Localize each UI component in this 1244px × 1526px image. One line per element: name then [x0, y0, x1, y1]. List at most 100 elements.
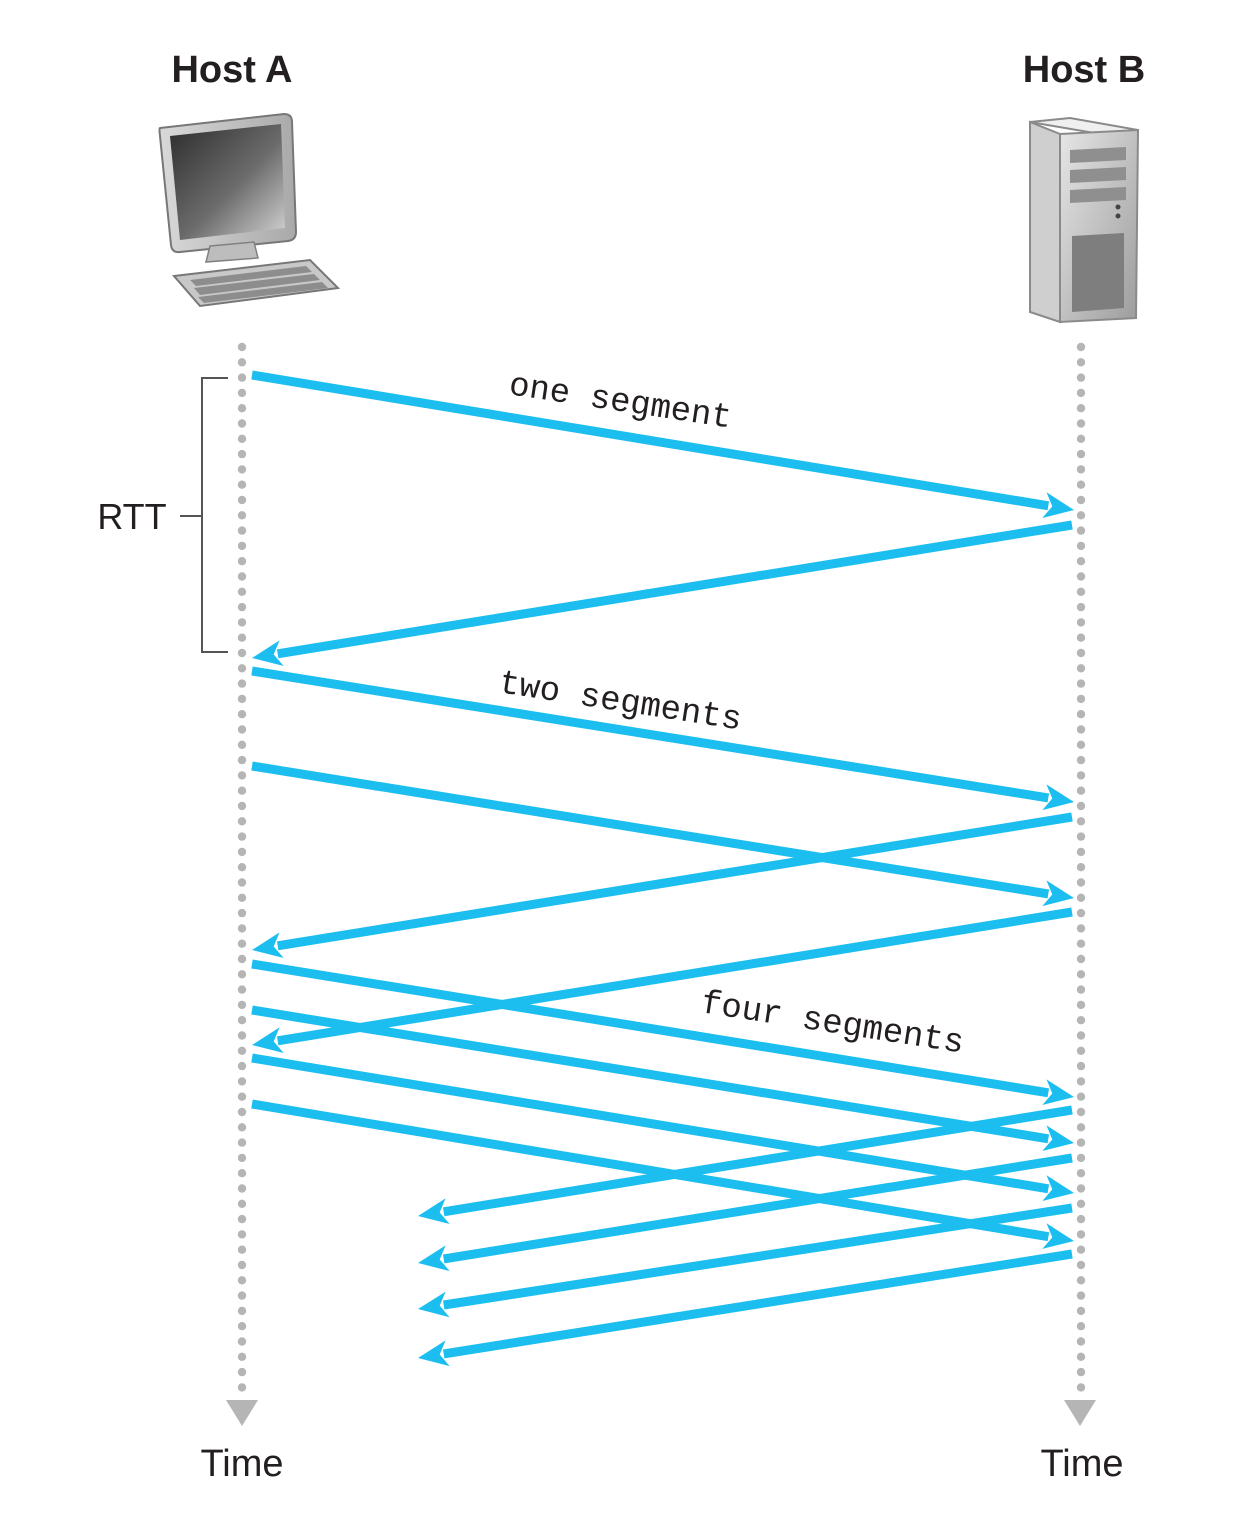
segment-arrow-round3-1-shaft: [251, 959, 1050, 1098]
timeline-dot: [1076, 419, 1086, 428]
timeline-dot: [1076, 908, 1086, 918]
timeline-dot: [237, 388, 247, 398]
timeline-dot: [237, 557, 247, 566]
host-a-title: Host A: [171, 49, 292, 91]
timeline-dot: [1076, 373, 1086, 382]
timeline-dot: [1076, 786, 1086, 795]
timeline-dot: [1076, 404, 1086, 413]
timeline-dot: [237, 786, 247, 795]
timeline-dot: [1076, 618, 1086, 627]
timeline-dot: [237, 526, 247, 535]
segment-arrow-round3-3-head: [1042, 1175, 1074, 1201]
timeline-dot: [237, 449, 247, 459]
ack-arrow-round2-2-head: [252, 1027, 284, 1053]
timeline-dot: [237, 358, 247, 367]
ack-arrow-round3-3-shaft: [443, 1203, 1073, 1310]
timeline-dot: [1076, 1184, 1086, 1193]
timeline-dot: [237, 1153, 247, 1163]
ack-arrow-round3-3-head: [418, 1291, 450, 1318]
timeline-dot: [1076, 1199, 1086, 1209]
timeline-dot: [1076, 1383, 1086, 1392]
timeline-dot: [237, 434, 247, 443]
timeline-dot: [237, 1245, 247, 1254]
timeline-dot: [237, 893, 247, 902]
rtt-bracket: [180, 377, 228, 653]
timeline-dot: [1076, 1123, 1086, 1132]
timeline-dot: [237, 939, 247, 948]
timeline-dot: [1076, 465, 1086, 474]
timeline-dot: [1076, 664, 1086, 673]
round-label-one: one segment: [506, 367, 734, 438]
segment-arrow-round3-4-head: [1042, 1223, 1074, 1249]
timeline-dot: [1076, 1061, 1086, 1071]
timeline-dot: [1076, 1169, 1086, 1178]
timeline-dot: [1076, 924, 1086, 933]
timeline-dot: [237, 602, 247, 612]
timeline-dot: [237, 908, 247, 918]
host-b-timeline: [1076, 342, 1086, 1392]
timeline-dot: [1076, 1245, 1086, 1254]
timeline-dot: [237, 970, 247, 979]
timeline-dot: [237, 985, 247, 994]
timeline-dot: [1076, 648, 1086, 658]
timeline-dot: [1076, 985, 1086, 994]
timeline-dot: [237, 541, 247, 551]
timeline-dot: [1076, 1322, 1086, 1331]
segment-arrow-round3-2-head: [1042, 1125, 1074, 1151]
timeline-dot: [1076, 1306, 1086, 1316]
host-b-time-label: Time: [1040, 1443, 1123, 1485]
timeline-dot: [237, 1016, 247, 1025]
server-tower-icon: [1029, 116, 1140, 324]
ack-arrow-round3-4-head: [418, 1340, 450, 1367]
ack-arrow-round3-2-head: [418, 1245, 450, 1272]
segment-arrow-round2-2-shaft: [251, 761, 1050, 899]
timeline-dot: [1076, 342, 1086, 352]
timeline-dot: [1076, 541, 1086, 551]
timeline-dot: [237, 710, 247, 719]
timeline-dot: [1076, 358, 1086, 367]
segment-arrow-round3-3-shaft: [251, 1053, 1050, 1194]
round-label-four: four segments: [698, 985, 966, 1063]
timeline-dot: [237, 1061, 247, 1071]
timeline-dot: [1076, 740, 1086, 749]
timeline-dot: [237, 694, 247, 704]
timeline-dot: [1076, 679, 1086, 688]
timeline-dot: [237, 511, 247, 520]
segment-arrow-round1-1-shaft: [251, 370, 1050, 511]
timeline-dot: [1076, 954, 1086, 964]
timeline-dot: [237, 924, 247, 933]
ack-arrow-round2-2-shaft: [276, 907, 1073, 1046]
timeline-dot: [1076, 495, 1086, 505]
timeline-dot: [237, 1169, 247, 1178]
timeline-dot: [237, 1306, 247, 1316]
timeline-dot: [237, 679, 247, 688]
timeline-dot: [237, 572, 247, 581]
timeline-dot: [237, 1107, 247, 1117]
timeline-dot: [1076, 1291, 1086, 1300]
timeline-dot: [237, 1260, 247, 1270]
segment-arrow-round2-1-shaft: [251, 666, 1050, 803]
timeline-dot: [237, 1383, 247, 1392]
timeline-dot: [1076, 1337, 1086, 1346]
timeline-dot: [237, 1322, 247, 1331]
timeline-dot: [237, 740, 247, 749]
timeline-dot: [237, 863, 247, 872]
timeline-dot: [1076, 1352, 1086, 1362]
segment-arrow-round3-4-shaft: [251, 1099, 1050, 1242]
timeline-dot: [237, 633, 247, 642]
segment-arrows: [251, 370, 1074, 1367]
ack-arrow-round1-1-shaft: [276, 520, 1073, 659]
timeline-dot: [237, 1092, 247, 1101]
timeline-dot: [1076, 694, 1086, 704]
timeline-dot: [237, 1199, 247, 1209]
timeline-dot: [237, 725, 247, 734]
timeline-dot: [1076, 1031, 1086, 1040]
timeline-dot: [237, 1077, 247, 1086]
timeline-dot: [1076, 1016, 1086, 1025]
timeline-dot: [237, 1352, 247, 1362]
ack-arrow-round2-1-shaft: [276, 812, 1073, 951]
timeline-dot: [237, 1214, 247, 1224]
timeline-dot: [1076, 557, 1086, 566]
timeline-dot: [1076, 1367, 1086, 1377]
